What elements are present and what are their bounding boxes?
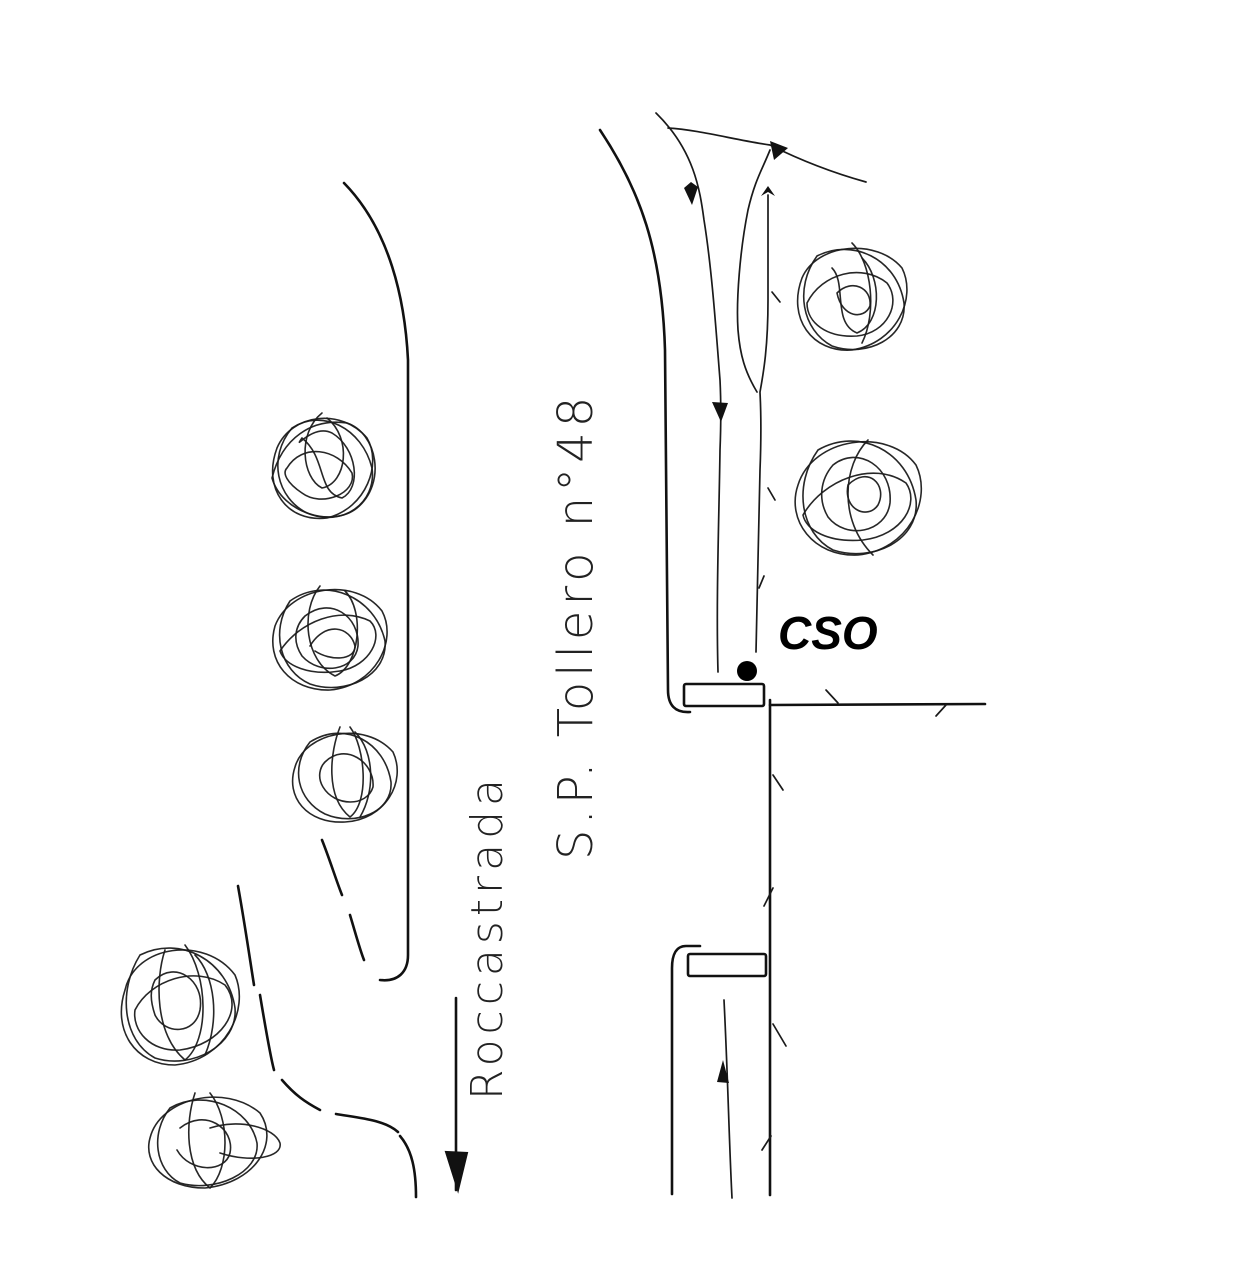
arrow-down-icon [444, 996, 469, 1194]
tree-icon [794, 439, 923, 556]
tree-icon [147, 1092, 281, 1189]
tree-icon [120, 944, 240, 1066]
junction-vertical-edge [761, 698, 787, 1197]
upper-right-road-edge [667, 127, 867, 183]
point-label: CSO [778, 607, 878, 659]
curb-ticks-upper [758, 291, 781, 589]
left-dashed-curb [320, 838, 366, 962]
tree-icon [796, 242, 908, 351]
right-curb-upper [598, 128, 692, 714]
point-marker-icon [737, 661, 757, 681]
arrow-up-icon [717, 999, 733, 1199]
left-road-edge [342, 181, 410, 982]
lane-line-left [655, 112, 728, 673]
direction-label: Roccastrada [462, 774, 513, 1100]
tree-icon [291, 726, 398, 823]
side-road-dashed-edge [236, 884, 418, 1199]
tree-icon [272, 585, 388, 691]
right-curb-lower [670, 944, 768, 1196]
tree-icon [271, 412, 376, 520]
island-rectangle-top [682, 682, 766, 708]
junction-horizontal-edge [768, 689, 987, 717]
lane-line-right [736, 149, 775, 653]
road-name-label: S.P. Tollero n°48 [548, 392, 604, 860]
